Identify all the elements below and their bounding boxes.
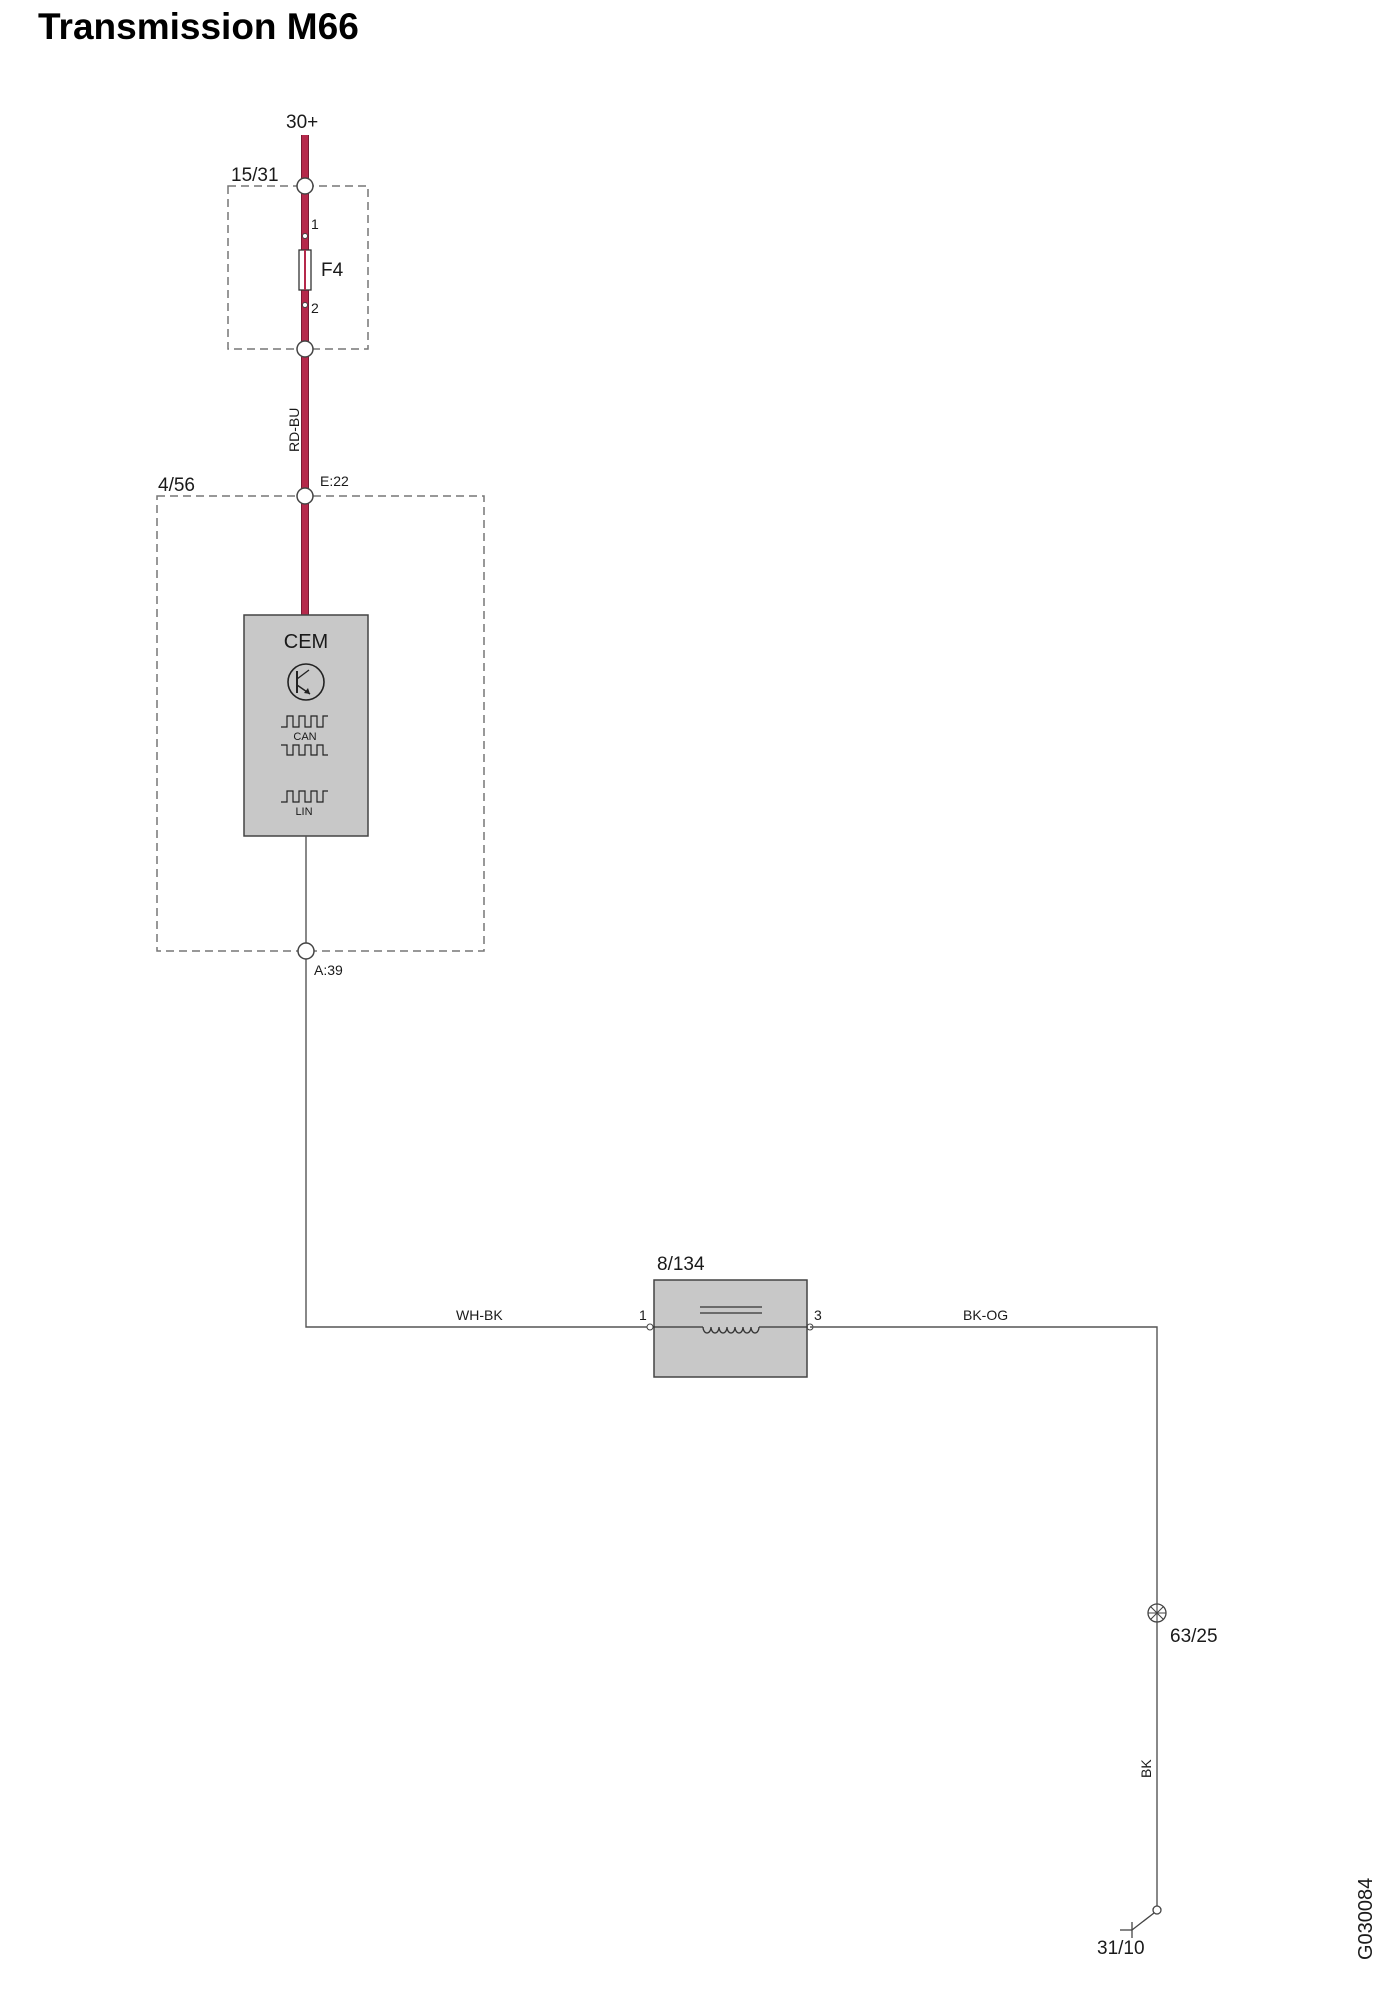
- can-label: CAN: [293, 731, 316, 743]
- wire-color-wh-bk: WH-BK: [456, 1307, 503, 1323]
- ground-label: 31/10: [1097, 1938, 1145, 1959]
- signal-wire-wh-bk: [305, 836, 654, 1328]
- drawing-id: G030084: [1355, 1878, 1377, 1960]
- ground-icon: [1120, 1905, 1162, 1938]
- fuse-label: F4: [321, 260, 344, 281]
- fuse-box-terminal-bottom: [296, 340, 314, 358]
- solenoid-coil-icon: [653, 1306, 808, 1334]
- cem-box-outline: [156, 495, 485, 952]
- power-supply-label: 30+: [286, 112, 318, 133]
- cem-pin-e22: E:22: [320, 473, 349, 489]
- solenoid-label: 8/134: [657, 1254, 705, 1275]
- cem-box-label: 4/56: [158, 475, 195, 496]
- solenoid-pin-1: 1: [639, 1307, 647, 1323]
- wire-color-bk: BK: [1138, 1759, 1154, 1778]
- fuse-box-label: 15/31: [231, 165, 279, 186]
- transistor-icon: [287, 663, 325, 701]
- wire-bk-og: [810, 1326, 1158, 1908]
- fuse-box-outline: [227, 185, 369, 350]
- cem-terminal-a39: [297, 942, 315, 960]
- solenoid-pin-3: 3: [814, 1307, 822, 1323]
- lin-label: LIN: [295, 806, 312, 818]
- cem-terminal-e22: [296, 487, 314, 505]
- splice-label: 63/25: [1170, 1626, 1218, 1647]
- splice-icon: [1147, 1603, 1167, 1623]
- lin-signal-icon: [281, 790, 328, 803]
- wire-color-bk-og: BK-OG: [963, 1307, 1008, 1323]
- page-title: Transmission M66: [38, 6, 359, 47]
- cem-module-name: CEM: [284, 631, 328, 653]
- cem-pin-a39: A:39: [314, 962, 343, 978]
- solenoid-module: [653, 1279, 808, 1378]
- wire-color-rd-bu: RD-BU: [286, 408, 302, 452]
- fuse-pin-dot-2: [302, 302, 308, 308]
- can-signal-icon: [281, 715, 328, 756]
- fuse-box-terminal-top: [296, 177, 314, 195]
- fuse-pin-dot-1: [302, 233, 308, 239]
- fuse-pin-2: 2: [311, 300, 319, 316]
- fuse-pin-1: 1: [311, 216, 319, 232]
